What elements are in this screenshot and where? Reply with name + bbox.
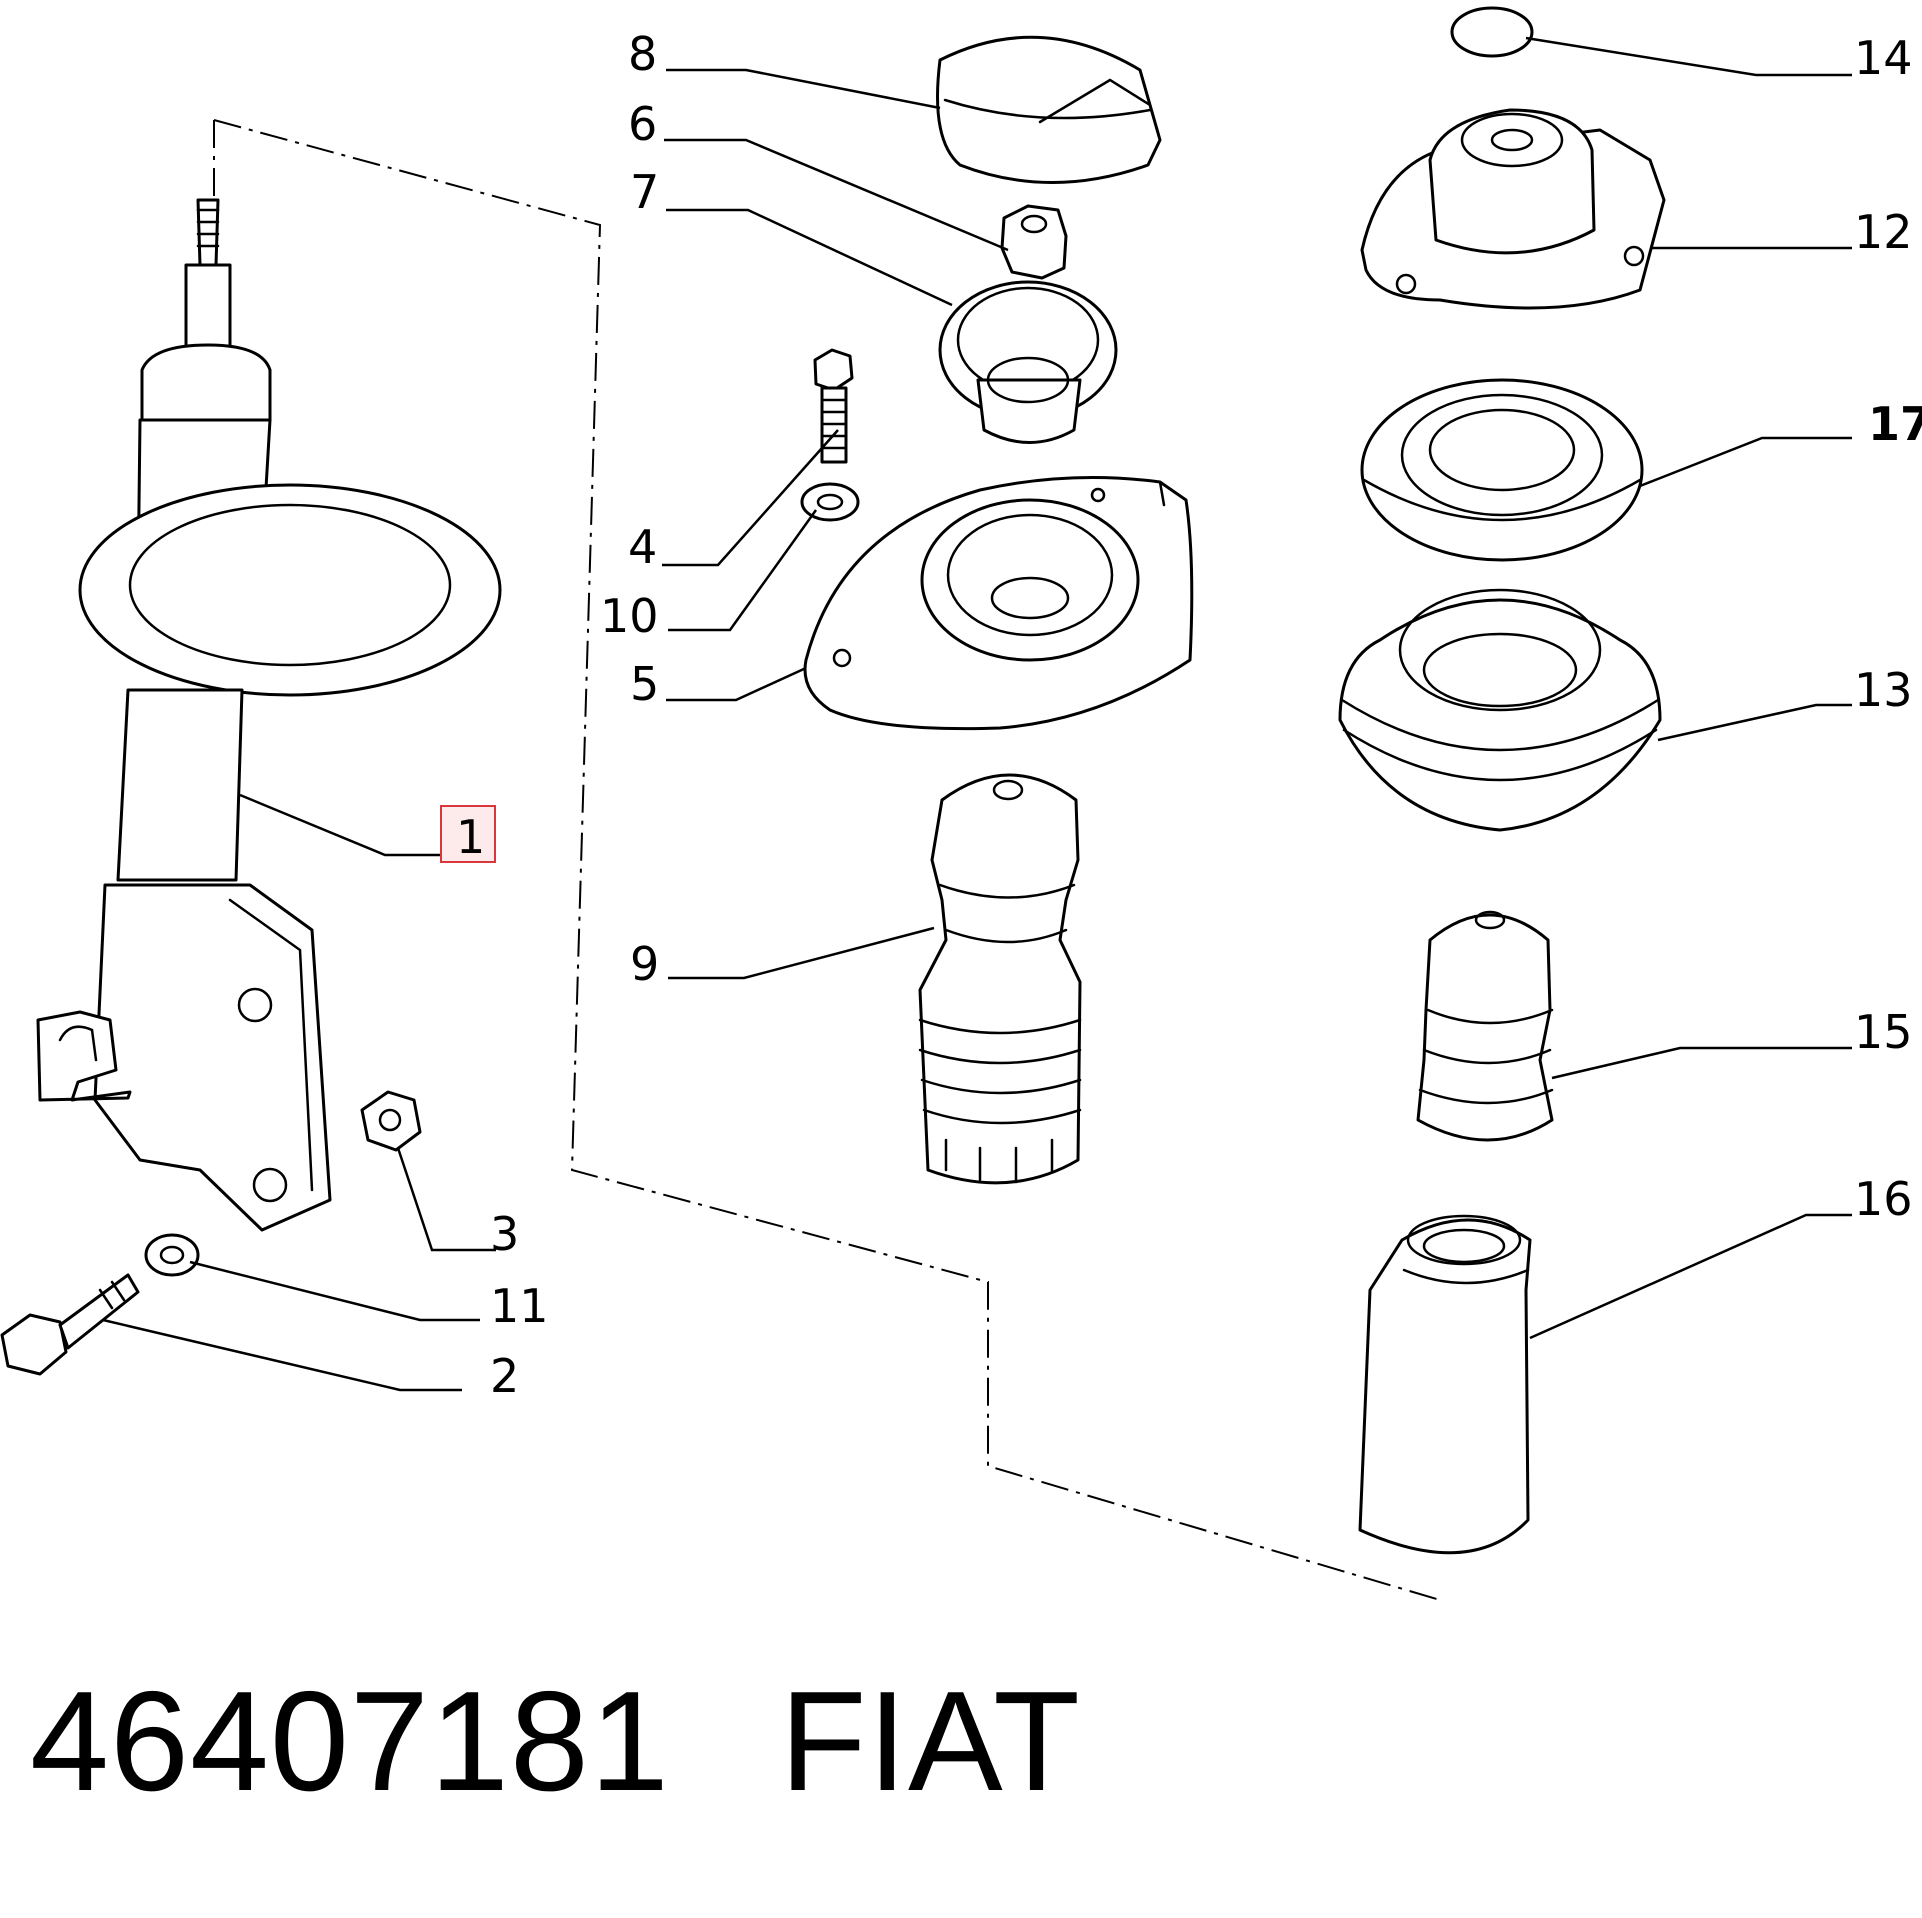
callout-3[interactable]: 3: [490, 1207, 519, 1261]
bolt-2[interactable]: [0, 1273, 140, 1376]
callout-4[interactable]: 4: [628, 520, 657, 574]
callout-6[interactable]: 6: [628, 97, 657, 151]
highlight-box-1: [440, 805, 496, 863]
callout-13[interactable]: 13: [1854, 663, 1913, 717]
callout-2[interactable]: 2: [490, 1349, 519, 1403]
protective-cap-8[interactable]: [936, 35, 1162, 184]
cap-14[interactable]: [1450, 6, 1534, 58]
bump-stop-9[interactable]: [918, 773, 1082, 1185]
bump-stop-15[interactable]: [1416, 910, 1554, 1142]
leader-lines: [102, 36, 1852, 1392]
callout-16[interactable]: 16: [1854, 1172, 1913, 1226]
cup-seat-7[interactable]: [938, 280, 1118, 444]
nut-3[interactable]: [360, 1090, 422, 1152]
part-number: 46407181: [30, 1662, 670, 1821]
washer-10[interactable]: [800, 482, 860, 522]
callout-5[interactable]: 5: [630, 657, 659, 711]
callout-1[interactable]: 1: [456, 810, 485, 864]
callout-8[interactable]: 8: [628, 27, 657, 81]
bolt-4[interactable]: [813, 348, 854, 464]
washer-11[interactable]: [144, 1233, 200, 1277]
brand-name: FIAT: [779, 1662, 1081, 1821]
callout-11[interactable]: 11: [490, 1279, 549, 1333]
spring-seat-13[interactable]: [1338, 588, 1662, 832]
callout-7[interactable]: 7: [630, 165, 659, 219]
callout-12[interactable]: 12: [1854, 205, 1913, 259]
assembly-guide-lines: [213, 119, 1441, 1601]
callout-9[interactable]: 9: [630, 937, 659, 991]
nut-6[interactable]: [1000, 204, 1068, 280]
strut-mount-5[interactable]: [803, 476, 1194, 731]
top-mount-12[interactable]: [1360, 108, 1666, 310]
callout-10[interactable]: 10: [600, 589, 659, 643]
callout-17[interactable]: 17: [1868, 397, 1922, 451]
footer-caption: 46407181 FIAT: [30, 1660, 1081, 1824]
callout-14[interactable]: 14: [1854, 31, 1913, 85]
dust-boot-16[interactable]: [1358, 1214, 1532, 1555]
callout-15[interactable]: 15: [1854, 1005, 1913, 1059]
bearing-17[interactable]: [1360, 378, 1644, 562]
shock-absorber-strut[interactable]: [36, 198, 502, 1232]
